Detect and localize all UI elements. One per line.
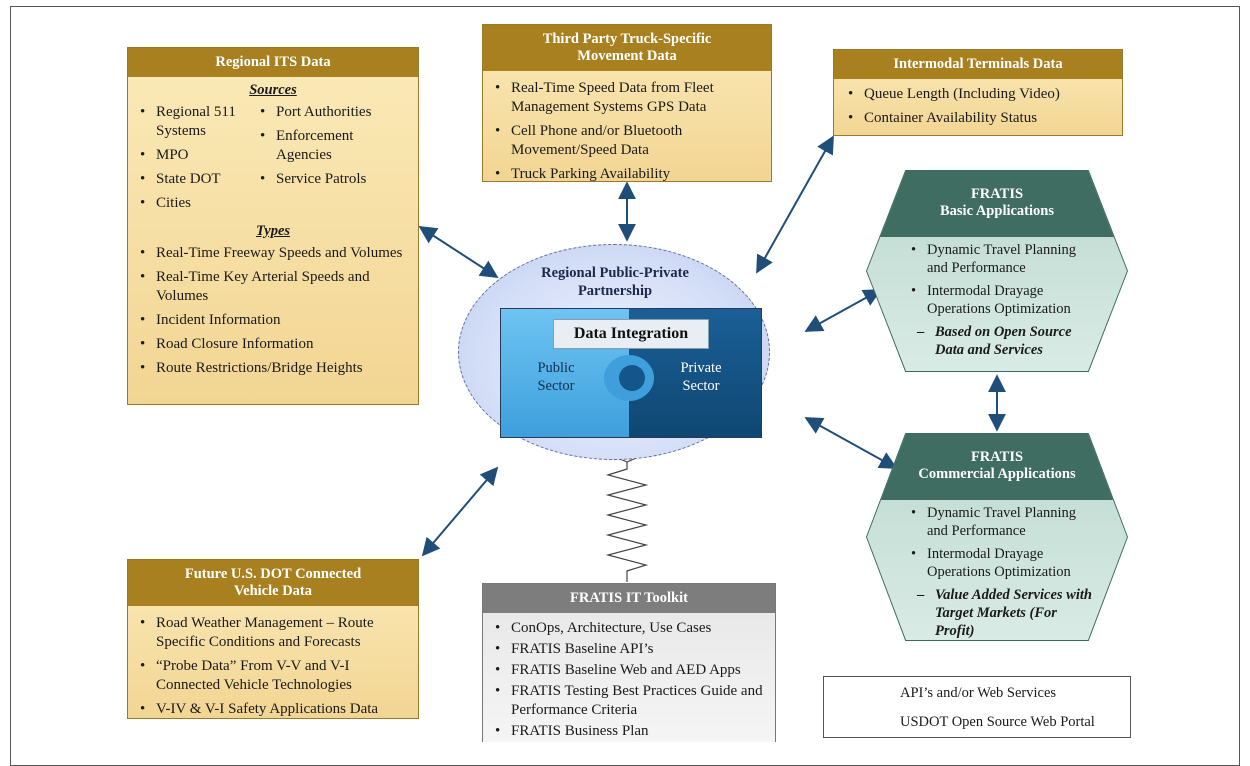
sources-right-list: Port Authorities Enforcement Agencies Se… <box>258 103 408 218</box>
list-item: Cities <box>138 194 258 213</box>
third-party-title: Third Party Truck-Specific Movement Data <box>483 25 771 71</box>
list-item: Road Closure Information <box>138 335 408 354</box>
legend-portal-label: USDOT Open Source Web Portal <box>900 714 1095 730</box>
toolkit-box: FRATIS IT Toolkit ConOps, Architecture, … <box>482 583 776 742</box>
partnership-title-line1: Regional Public-Private <box>541 265 689 281</box>
arrow-connected-vehicle <box>421 466 499 557</box>
basic-apps-list: Dynamic Travel Planning and Performance … <box>909 241 1097 318</box>
commercial-apps-list: Dynamic Travel Planning and Performance … <box>909 504 1097 581</box>
private-sector-line1: Private <box>680 360 722 376</box>
private-sector-line2: Sector <box>682 378 720 394</box>
public-sector-label: Public Sector <box>521 359 591 395</box>
commercial-apps-note: Value Added Services with Target Markets… <box>909 586 1097 640</box>
public-sector-line2: Sector <box>537 378 575 394</box>
list-item: “Probe Data” From V-V and V-I Connected … <box>138 657 410 695</box>
list-item: Real-Time Key Arterial Speeds and Volume… <box>138 268 408 306</box>
connected-vehicle-title-line2: Vehicle Data <box>234 583 312 599</box>
basic-apps-body: Dynamic Travel Planning and Performance … <box>909 241 1097 359</box>
basic-apps-note: Based on Open Source Data and Services <box>909 323 1097 359</box>
basic-apps-hexagon: FRATIS Basic Applications Dynamic Travel… <box>866 170 1128 372</box>
list-item: Dynamic Travel Planning and Performance <box>909 504 1097 540</box>
partnership-title-line2: Partnership <box>577 283 653 299</box>
list-item: State DOT <box>138 170 258 189</box>
list-item: Real-Time Speed Data from Fleet Manageme… <box>493 79 763 117</box>
commercial-apps-hexagon: FRATIS Commercial Applications Dynamic T… <box>866 433 1128 641</box>
list-item: Intermodal Drayage Operations Optimizati… <box>909 545 1097 581</box>
commercial-apps-hexagon-fill: FRATIS Commercial Applications Dynamic T… <box>867 434 1127 640</box>
types-list: Real-Time Freeway Speeds and Volumes Rea… <box>128 244 418 378</box>
legend-api-label: API’s and/or Web Services <box>900 685 1057 701</box>
basic-apps-title-line2: Basic Applications <box>939 203 1054 219</box>
third-party-title-line2: Movement Data <box>577 48 677 64</box>
basic-apps-title: FRATIS Basic Applications <box>867 171 1127 237</box>
puzzle-graphic: Data Integration Public Sector Private S… <box>500 308 762 438</box>
private-sector-label: Private Sector <box>661 359 741 395</box>
connected-vehicle-title: Future U.S. DOT Connected Vehicle Data <box>128 560 418 606</box>
list-item: Incident Information <box>138 311 408 330</box>
connected-vehicle-box: Future U.S. DOT Connected Vehicle Data R… <box>127 559 419 719</box>
partnership-title: Regional Public-Private Partnership <box>510 264 720 300</box>
commercial-apps-title-line1: FRATIS <box>970 449 1024 465</box>
arrow-regional-its <box>418 226 499 278</box>
legend: API’s and/or Web Services USDOT Open Sou… <box>823 676 1131 738</box>
list-item: Real-Time Freeway Speeds and Volumes <box>138 244 408 263</box>
third-party-title-line1: Third Party Truck-Specific <box>542 31 712 47</box>
intermodal-list: Queue Length (Including Video) Container… <box>834 79 1122 128</box>
commercial-apps-title-line2: Commercial Applications <box>918 466 1076 482</box>
list-item: Container Availability Status <box>846 109 1114 128</box>
list-item: Regional 511 Systems <box>138 103 258 141</box>
list-item: Service Patrols <box>258 170 408 189</box>
arrow-commercial-apps <box>804 417 898 469</box>
list-item: ConOps, Architecture, Use Cases <box>493 619 767 638</box>
connected-vehicle-list: Road Weather Management – Route Specific… <box>128 606 418 719</box>
regional-its-title: Regional ITS Data <box>128 48 418 77</box>
puzzle-socket <box>619 365 645 391</box>
list-item: Queue Length (Including Video) <box>846 85 1114 104</box>
third-party-box: Third Party Truck-Specific Movement Data… <box>482 24 772 184</box>
regional-its-box: Regional ITS Data Sources Regional 511 S… <box>127 47 419 405</box>
list-item: Truck Parking Availability <box>493 165 763 184</box>
intermodal-box: Intermodal Terminals Data Queue Length (… <box>833 49 1123 136</box>
list-item: MPO <box>138 146 258 165</box>
list-item: Port Authorities <box>258 103 408 122</box>
basic-apps-hexagon-fill: FRATIS Basic Applications Dynamic Travel… <box>867 171 1127 371</box>
data-integration-label: Data Integration <box>553 319 709 349</box>
arrow-intermodal <box>756 135 834 274</box>
types-heading: Types <box>255 223 291 239</box>
list-item: Road Weather Management – Route Specific… <box>138 614 410 652</box>
commercial-apps-body: Dynamic Travel Planning and Performance … <box>909 504 1097 640</box>
list-item: Cell Phone and/or Bluetooth Movement/Spe… <box>493 122 763 160</box>
toolkit-list: ConOps, Architecture, Use Cases FRATIS B… <box>483 613 775 741</box>
list-item: FRATIS Testing Best Practices Guide and … <box>493 682 767 720</box>
list-item: Route Restrictions/Bridge Heights <box>138 359 408 378</box>
intermodal-title: Intermodal Terminals Data <box>834 50 1122 79</box>
list-item: V-IV & V-I Safety Applications Data <box>138 700 410 719</box>
sources-left-list: Regional 511 Systems MPO State DOT Citie… <box>138 103 258 218</box>
sources-heading: Sources <box>249 82 297 98</box>
list-item: FRATIS Baseline Web and AED Apps <box>493 661 767 680</box>
list-item: FRATIS Baseline API’s <box>493 640 767 659</box>
spring-toolkit-connector <box>603 451 651 582</box>
commercial-apps-title: FRATIS Commercial Applications <box>867 434 1127 500</box>
arrow-basic-apps <box>804 289 882 332</box>
basic-apps-title-line1: FRATIS <box>970 186 1024 202</box>
list-item: Intermodal Drayage Operations Optimizati… <box>909 282 1097 318</box>
list-item: Dynamic Travel Planning and Performance <box>909 241 1097 277</box>
connected-vehicle-title-line1: Future U.S. DOT Connected <box>184 566 362 582</box>
toolkit-title: FRATIS IT Toolkit <box>483 584 775 613</box>
public-sector-line1: Public <box>537 360 575 376</box>
list-item: FRATIS Business Plan <box>493 722 767 741</box>
list-item: Enforcement Agencies <box>258 127 408 165</box>
third-party-list: Real-Time Speed Data from Fleet Manageme… <box>483 71 771 184</box>
